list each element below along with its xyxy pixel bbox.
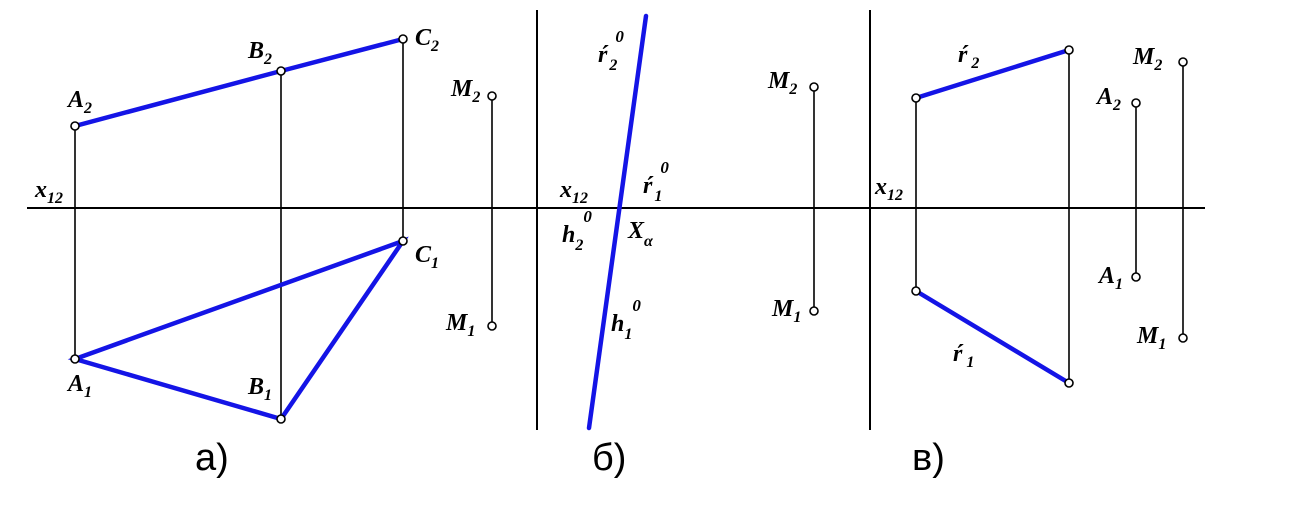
point-c1 bbox=[398, 236, 408, 246]
point-f1-start bbox=[911, 286, 921, 296]
label-m2-b: M2 bbox=[767, 68, 797, 98]
label-a2: A2 bbox=[66, 87, 92, 117]
label-a2-c: A2 bbox=[1095, 84, 1121, 114]
point-m2-c bbox=[1178, 57, 1188, 67]
label-c1: C1 bbox=[415, 242, 439, 272]
label-m1-c: M1 bbox=[1136, 323, 1166, 353]
label-m1: M1 bbox=[445, 310, 475, 340]
label-h1-trace: h10 bbox=[611, 296, 641, 343]
label-x-alpha: Xα bbox=[627, 218, 654, 250]
point-b2 bbox=[276, 66, 286, 76]
label-m1-b: M1 bbox=[771, 296, 801, 326]
point-m1-b bbox=[809, 306, 819, 316]
label-b2: B2 bbox=[247, 38, 272, 68]
axis-label-x12-a: x12 bbox=[34, 177, 63, 207]
triangle-a1-b1-c1 bbox=[67, 236, 409, 422]
label-m2: M2 bbox=[450, 76, 480, 106]
label-a1-c: A1 bbox=[1097, 263, 1123, 293]
point-m1 bbox=[487, 321, 497, 331]
panel-a: A2 B2 C2 M2 A1 B1 C1 M1 x12 а) bbox=[34, 25, 497, 479]
point-a2-c bbox=[1131, 98, 1141, 108]
label-b1: B1 bbox=[247, 374, 272, 404]
line-a2-b2-c2 bbox=[72, 36, 406, 129]
point-f2-end bbox=[1064, 45, 1074, 55]
caption-c: в) bbox=[912, 437, 945, 479]
point-a1 bbox=[70, 354, 80, 364]
point-f1-end bbox=[1064, 378, 1074, 388]
caption-b: б) bbox=[592, 437, 626, 479]
label-a1: A1 bbox=[66, 371, 92, 401]
line-f2 bbox=[913, 47, 1072, 101]
point-f2-start bbox=[911, 93, 921, 103]
point-m2 bbox=[487, 91, 497, 101]
point-m2-b bbox=[809, 82, 819, 92]
caption-a: а) bbox=[195, 437, 229, 479]
point-m1-c bbox=[1178, 333, 1188, 343]
point-a2 bbox=[70, 121, 80, 131]
label-h2-trace: h20 bbox=[562, 207, 592, 254]
point-a1-c bbox=[1131, 272, 1141, 282]
axis-label-x12-b: x12 bbox=[559, 177, 588, 207]
label-c2: C2 bbox=[415, 25, 439, 55]
line-f1 bbox=[913, 288, 1072, 386]
plane-trace-line bbox=[586, 13, 649, 431]
point-c2 bbox=[398, 34, 408, 44]
label-m2-c: M2 bbox=[1132, 44, 1162, 74]
axis-label-x12-c: x12 bbox=[874, 174, 903, 204]
point-b1 bbox=[276, 414, 286, 424]
